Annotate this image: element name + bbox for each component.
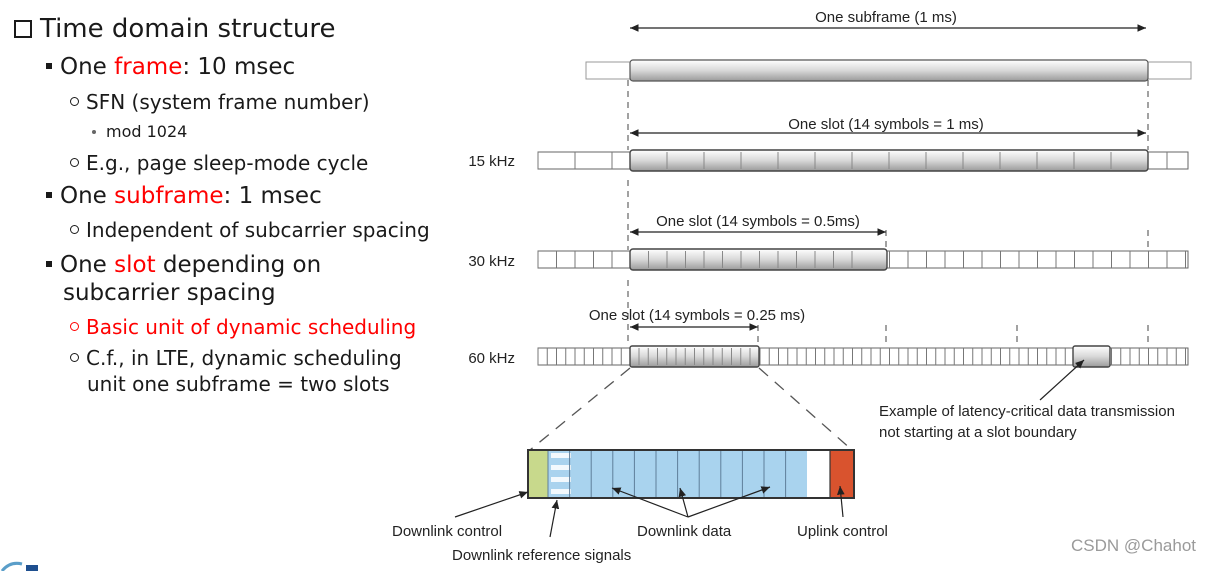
square-bullet-icon bbox=[46, 63, 52, 69]
slot-label-15khz: One slot (14 symbols = 1 ms) bbox=[788, 116, 983, 133]
dot-bullet-icon bbox=[92, 130, 96, 134]
reference-signal-mark bbox=[551, 453, 571, 458]
circle-bullet-icon bbox=[70, 322, 79, 331]
row-60khz: 60 kHz One slot (14 symbols = 0.25 ms) E… bbox=[468, 280, 1189, 441]
detail-symbol-dividers bbox=[547, 451, 787, 497]
checkbox-bullet-icon bbox=[14, 20, 32, 38]
scs-label-60khz: 60 kHz bbox=[468, 350, 515, 367]
label-downlink-reference-signals: Downlink reference signals bbox=[452, 547, 631, 564]
bullet-slot: One slot depending on bbox=[46, 252, 321, 278]
slot-bar-30khz bbox=[629, 248, 888, 271]
logo-fragment-icon bbox=[0, 556, 40, 572]
circle-bullet-icon bbox=[70, 225, 79, 234]
bullet-sfn: SFN (system frame number) bbox=[70, 90, 370, 114]
zoom-guide-left bbox=[529, 367, 631, 451]
row-15khz: 15 kHz One slot (14 symbols = 1 ms) bbox=[468, 116, 1189, 172]
scs-label-30khz: 30 kHz bbox=[468, 253, 515, 270]
subframe-label: One subframe (1 ms) bbox=[815, 9, 957, 26]
latency-note-line1: Example of latency-critical data transmi… bbox=[879, 403, 1175, 420]
arrow-dl-ref bbox=[549, 499, 560, 538]
bullet-frame: One frame: 10 msec bbox=[46, 54, 295, 80]
square-bullet-icon bbox=[46, 192, 52, 198]
subframe-bar bbox=[629, 59, 1149, 82]
subframe-keyword: subframe bbox=[114, 183, 224, 209]
frame-keyword: frame bbox=[114, 54, 183, 80]
arrow-dl-control bbox=[454, 491, 529, 518]
zoom-guide-right bbox=[758, 367, 853, 451]
bullet-page-sleep: E.g., page sleep-mode cycle bbox=[70, 151, 368, 175]
bullet-cf-line2: unit one subframe = two slots bbox=[87, 372, 390, 396]
latency-arrow bbox=[1039, 359, 1085, 401]
subframe-row: One subframe (1 ms) bbox=[585, 9, 1192, 150]
circle-bullet-icon bbox=[70, 97, 79, 106]
circle-bullet-icon bbox=[70, 158, 79, 167]
scs-label-15khz: 15 kHz bbox=[468, 153, 515, 170]
bullet-slot-line2: subcarrier spacing bbox=[63, 280, 276, 306]
bullet-mod: mod 1024 bbox=[92, 122, 187, 141]
slot-detail: Downlink control Downlink reference sign… bbox=[392, 449, 888, 564]
latency-note-line2: not starting at a slot boundary bbox=[879, 424, 1077, 441]
guard-period bbox=[807, 451, 830, 497]
symbol-ticks-60khz-inner bbox=[638, 348, 751, 365]
slot-label-30khz: One slot (14 symbols = 0.5ms) bbox=[656, 213, 860, 230]
row-30khz: 30 kHz One slot (14 symbols = 0.5ms) bbox=[468, 180, 1189, 271]
label-uplink-control: Uplink control bbox=[797, 523, 888, 540]
watermark: CSDN @Chahot bbox=[1071, 536, 1196, 555]
label-downlink-control: Downlink control bbox=[392, 523, 502, 540]
reference-signal-mark bbox=[551, 465, 571, 470]
symbol-ticks-60khz bbox=[537, 348, 1186, 365]
circle-bullet-icon bbox=[70, 353, 79, 362]
bullet-independent: Independent of subcarrier spacing bbox=[70, 218, 430, 242]
bullet-basic-unit: Basic unit of dynamic scheduling bbox=[70, 315, 416, 339]
reference-signal-mark bbox=[551, 477, 571, 482]
arrow-dl-data-c bbox=[687, 486, 771, 518]
downlink-reference-signals-block bbox=[551, 453, 571, 494]
square-bullet-icon bbox=[46, 261, 52, 267]
slot-keyword: slot bbox=[114, 252, 156, 278]
reference-signal-mark bbox=[551, 489, 571, 494]
heading-time-domain: Time domain structure bbox=[14, 14, 336, 44]
symbol-ticks-15khz-inner bbox=[666, 152, 1112, 169]
label-downlink-data: Downlink data bbox=[637, 523, 732, 540]
arrow-dl-data-b bbox=[678, 487, 689, 518]
arrow-ul-control bbox=[837, 485, 845, 518]
slot-label-60khz: One slot (14 symbols = 0.25 ms) bbox=[589, 307, 805, 324]
arrow-dl-data-a bbox=[611, 487, 689, 518]
symbol-ticks-30khz-inner bbox=[648, 251, 853, 268]
minislot-bar-60khz bbox=[1072, 345, 1111, 368]
uplink-control-block bbox=[830, 451, 853, 497]
bullet-subframe: One subframe: 1 msec bbox=[46, 183, 322, 209]
bullet-cf-lte: C.f., in LTE, dynamic scheduling bbox=[70, 346, 402, 370]
downlink-control-block bbox=[529, 451, 548, 497]
